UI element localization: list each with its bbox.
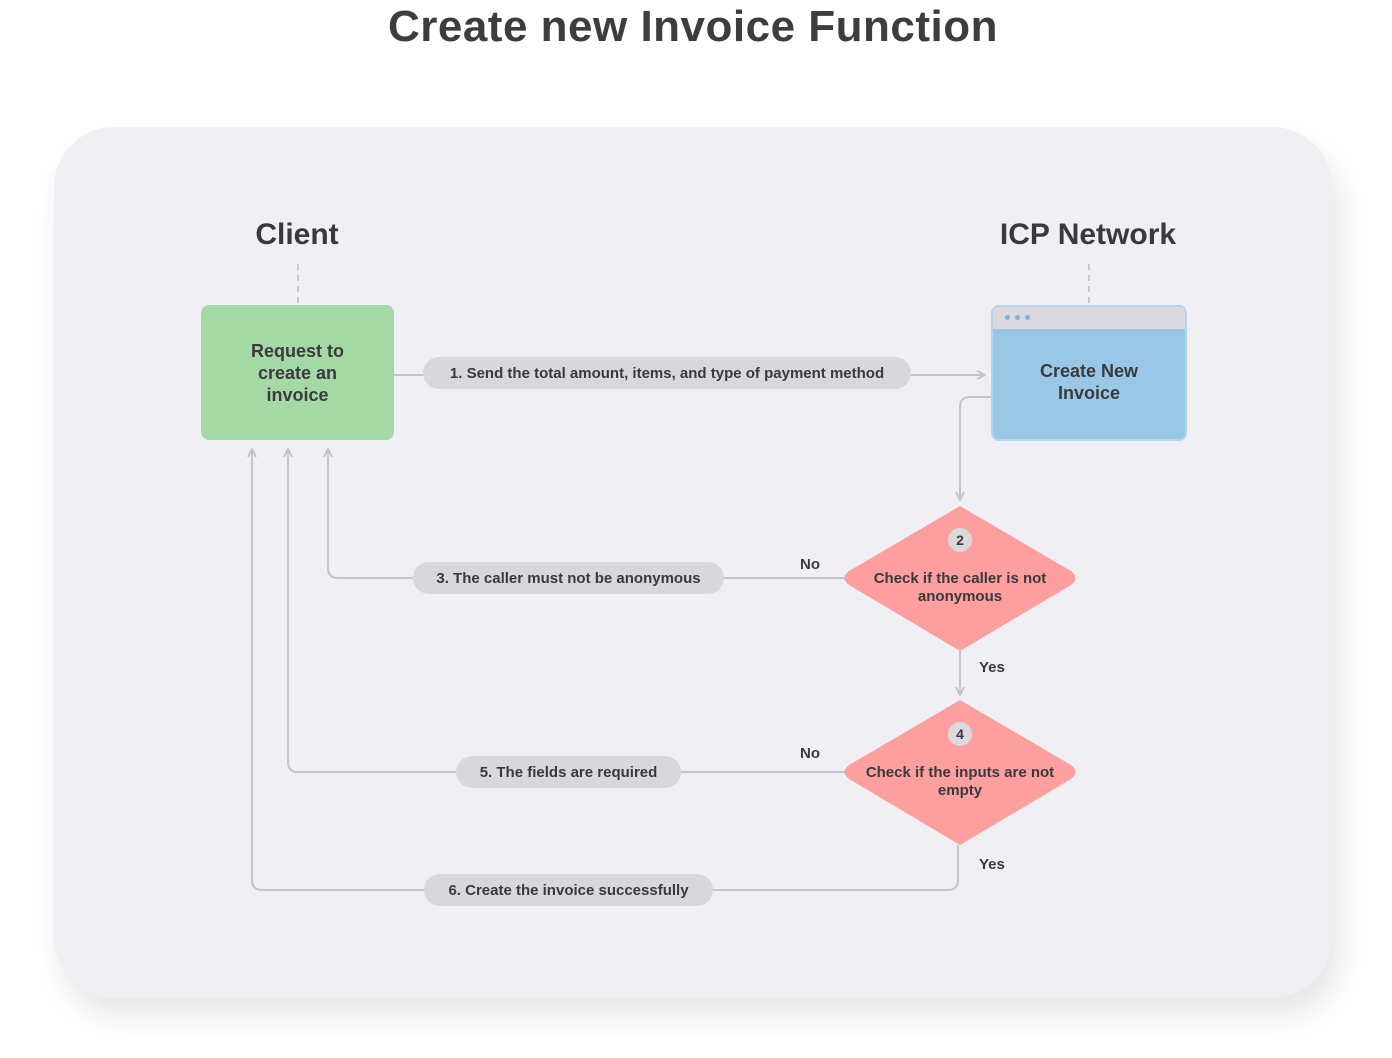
window-dot-icon — [1005, 315, 1010, 320]
edge-label-anonymous: 3. The caller must not be anonymous — [413, 562, 724, 594]
decision-check-inputs-label: Check if the inputs are not empty — [865, 764, 1055, 799]
window-dot-icon — [1015, 315, 1020, 320]
window-titlebar — [993, 307, 1185, 329]
node-create-new-invoice: Create New Invoice — [991, 305, 1187, 441]
edge-label-no-caller: No — [800, 556, 820, 573]
edge-anonymous — [328, 449, 846, 579]
edge-icp-to-check-caller — [960, 396, 991, 500]
page-title: Create new Invoice Function — [387, 2, 999, 51]
decision-check-caller-label: Check if the caller is not anonymous — [873, 570, 1047, 605]
edge-label-yes-inputs: Yes — [979, 856, 1005, 873]
edge-label-success: 6. Create the invoice successfully — [424, 874, 713, 906]
window-dot-icon — [1025, 315, 1030, 320]
lane-title-client: Client — [255, 218, 339, 251]
edge-label-no-inputs: No — [800, 745, 820, 762]
edge-label-send: 1. Send the total amount, items, and typ… — [423, 357, 911, 389]
node-request-invoice-label: Request to create an invoice — [250, 340, 344, 405]
decision-check-caller-shape — [844, 506, 1076, 651]
node-create-new-invoice-label: Create New Invoice — [1039, 361, 1139, 403]
lane-title-icp-network: ICP Network — [999, 218, 1177, 251]
node-request-invoice: Request to create an invoice — [201, 305, 394, 440]
step-badge-2: 2 — [948, 528, 972, 552]
step-badge-4: 4 — [948, 722, 972, 746]
edge-label-yes-caller: Yes — [979, 659, 1005, 676]
decision-check-inputs-shape — [844, 700, 1076, 845]
edge-success — [252, 449, 959, 891]
edge-label-required: 5. The fields are required — [456, 756, 681, 788]
edge-required — [288, 449, 846, 773]
